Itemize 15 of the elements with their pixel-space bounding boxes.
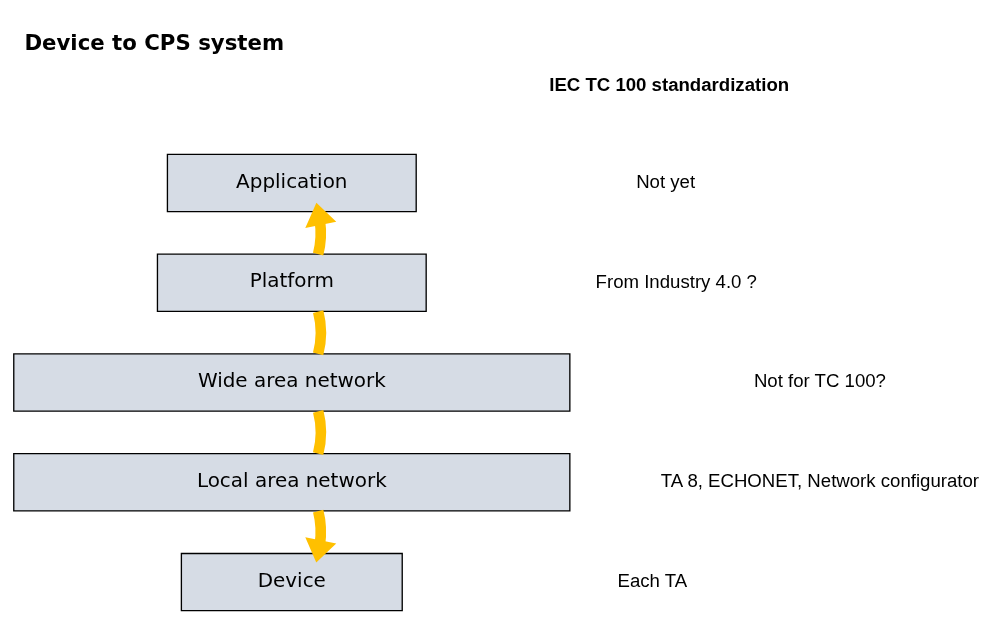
label: Each TA xyxy=(617,569,688,591)
arrow xyxy=(305,509,337,563)
diagram-title: Device to CPS system xyxy=(24,29,285,55)
label: TA 8, ECHONET, Network configurator xyxy=(660,469,980,491)
node-box: Application xyxy=(166,153,417,212)
node-box: Local area network xyxy=(13,452,571,512)
label: Not yet xyxy=(636,170,696,192)
label: IEC TC 100 standardization xyxy=(549,73,790,95)
connector xyxy=(312,309,327,355)
label: From Industry 4.0 ? xyxy=(595,270,757,292)
node-box: Device xyxy=(180,552,403,611)
node-box: Platform xyxy=(156,253,427,312)
label: Not for TC 100? xyxy=(753,369,886,391)
connector xyxy=(312,409,327,455)
node-box: Wide area network xyxy=(13,352,571,412)
